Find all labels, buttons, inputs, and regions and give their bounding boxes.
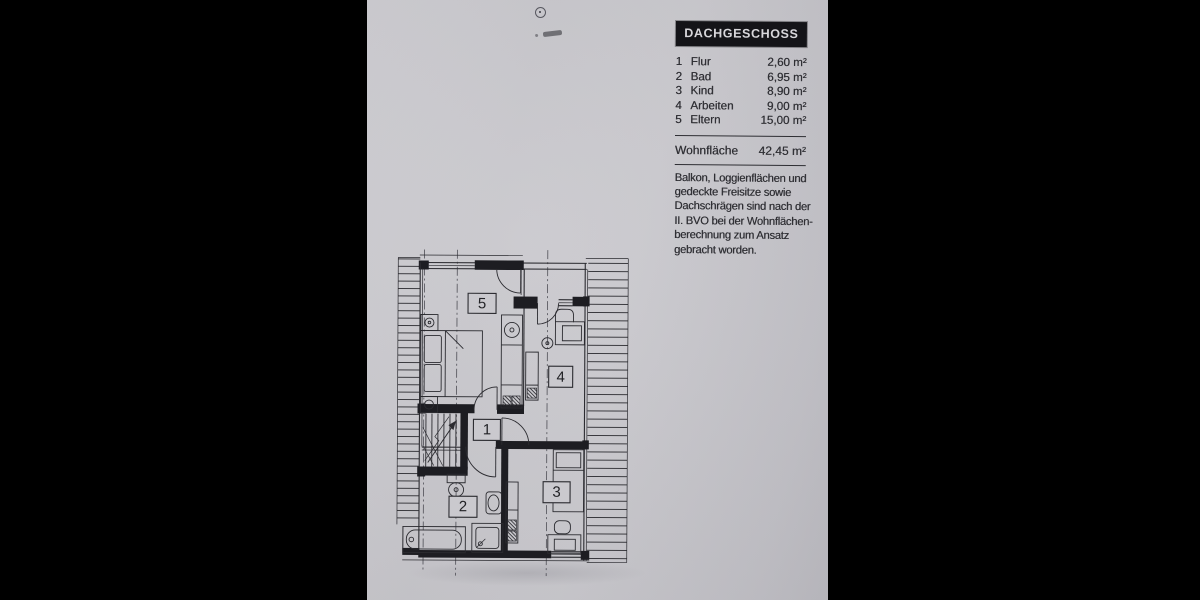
shelf-icon [525, 351, 539, 401]
ink-smudge [542, 29, 563, 38]
desk-icon [554, 321, 585, 346]
paper-sheet: DACHGESCHOSS 1 Flur 2,60 m² 2 Bad 6,95 m… [367, 0, 828, 600]
label-flur: 1 [483, 421, 491, 438]
room-area: 15,00 m² [760, 113, 807, 128]
note-line: berechnung zum Ansatz [674, 229, 789, 243]
roof-hatch-left [396, 257, 421, 525]
staircase [422, 413, 457, 467]
label-arbeiten: 4 [556, 369, 564, 386]
total-area: 42,45 m² [758, 143, 806, 158]
pen-circle-mark [535, 7, 546, 18]
note-line: Dachschrägen sind nach der [674, 200, 811, 214]
room-area: 2,60 m² [767, 55, 807, 70]
room-number-labels: 5 4 1 2 3 [448, 292, 574, 518]
room-name: Flur [690, 55, 711, 69]
room-name: Arbeiten [690, 98, 734, 113]
room-number: 5 [675, 112, 682, 127]
single-bed-icon [552, 449, 585, 513]
room-number: 1 [675, 54, 683, 69]
floor-plan-drawing: 5 4 1 2 3 [396, 249, 629, 577]
room-row: 4 Arbeiten 9,00 m² [675, 98, 806, 114]
room-area: 9,00 m² [766, 99, 807, 113]
room-legend: DACHGESCHOSS 1 Flur 2,60 m² 2 Bad 6,95 m… [673, 21, 813, 258]
shower-icon [471, 522, 504, 553]
total-row: Wohnfläche 42,45 m² [675, 142, 806, 157]
desk-icon [547, 534, 582, 554]
bathtub-icon [402, 525, 466, 554]
office-arbeiten-furniture [525, 308, 585, 401]
note-line: II. BVO bei der Wohnflächen- [674, 214, 813, 228]
room-row: 1 Flur 2,60 m² [676, 55, 807, 71]
note-line: Balkon, Loggienflächen und [674, 171, 807, 185]
room-area: 8,90 m² [767, 84, 807, 99]
room-number: 4 [675, 98, 682, 112]
pen-dot-mark [539, 11, 541, 13]
roof-hatch-right [585, 258, 629, 563]
room-list: 1 Flur 2,60 m² 2 Bad 6,95 m² 3 Kind 8,90… [675, 55, 807, 129]
room-name: Kind [690, 84, 714, 98]
chair-icon [553, 520, 571, 535]
label-eltern: 5 [478, 295, 486, 312]
floor-plan: 5 4 1 2 3 [394, 247, 636, 577]
room-number: 3 [675, 83, 682, 98]
sideboard-icon [505, 481, 519, 544]
room-row: 5 Eltern 15,00 m² [675, 113, 806, 129]
room-row: 2 Bad 6,95 m² [675, 69, 806, 85]
legal-note: Balkon, Loggienflächen und gedeckte Frei… [673, 170, 813, 258]
room-name: Bad [690, 69, 712, 83]
scan-shadow [407, 560, 647, 586]
bedroom-eltern-furniture [420, 314, 523, 414]
washbasin-icon [485, 491, 503, 515]
separator-line [674, 163, 806, 166]
total-label: Wohnfläche [674, 142, 739, 158]
legend-title: DACHGESCHOSS [675, 21, 807, 48]
kids-room-furniture [505, 449, 585, 554]
double-bed-icon [420, 330, 483, 398]
note-line: gedeckte Freisitze sowie [674, 185, 792, 199]
chair-icon [555, 308, 574, 323]
room-name: Eltern [690, 113, 721, 127]
bathroom-fixtures [402, 473, 504, 554]
room-area: 6,95 m² [767, 70, 807, 84]
interior-walls [418, 269, 587, 552]
washstand-cabinet-icon [500, 314, 523, 409]
room-row: 3 Kind 8,90 m² [675, 84, 806, 100]
room-number: 2 [675, 69, 683, 83]
door-swings [465, 268, 560, 478]
label-bad: 2 [459, 498, 467, 515]
note-line: gebracht worden. [673, 243, 757, 257]
separator-line [675, 134, 807, 137]
label-kind: 3 [552, 484, 560, 501]
